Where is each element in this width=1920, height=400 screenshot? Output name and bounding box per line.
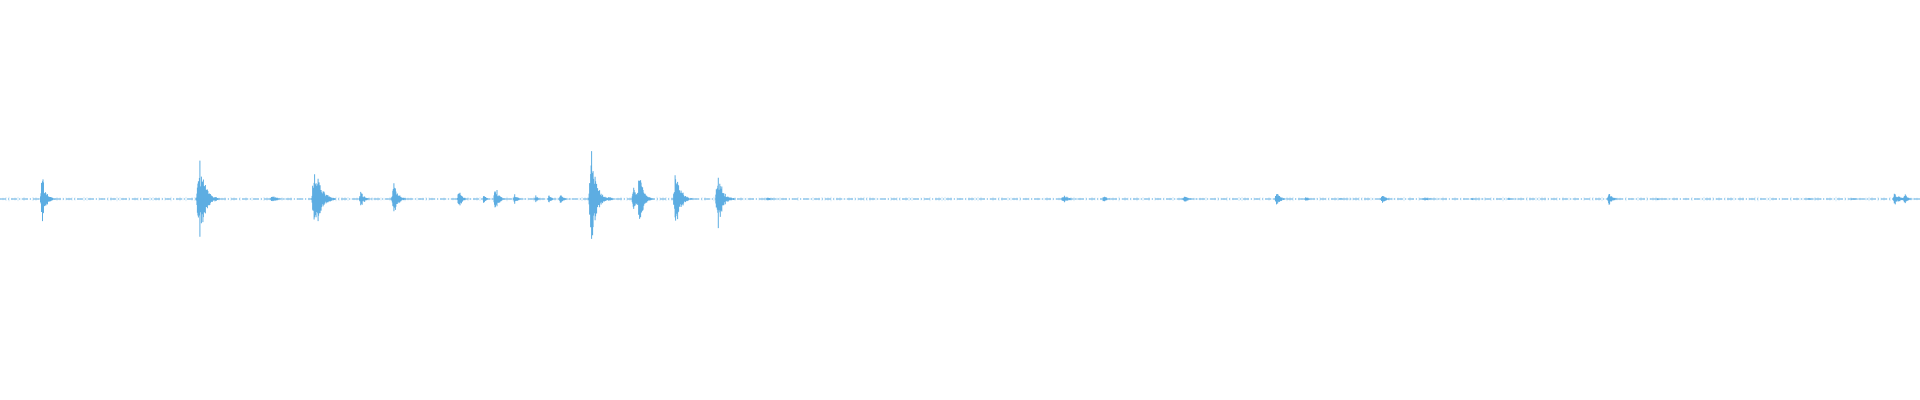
waveform-event-path <box>1380 196 1395 203</box>
waveform-event-path <box>1420 197 1444 201</box>
waveform-event-path <box>672 175 694 221</box>
waveform-event-path <box>588 151 610 239</box>
waveform-event <box>269 196 291 202</box>
waveform-event-path <box>1303 197 1318 201</box>
waveform-event-path <box>1902 194 1917 204</box>
waveform-event-path <box>714 177 736 229</box>
waveform-event <box>1606 194 1621 205</box>
waveform-event-path <box>1849 198 1872 200</box>
waveform-event-path <box>636 180 655 219</box>
waveform-event-path <box>606 197 621 201</box>
waveform-event-path <box>1274 194 1292 205</box>
waveform-event-path <box>1101 196 1116 202</box>
waveform-event-path <box>558 195 573 203</box>
waveform-event <box>1181 196 1203 202</box>
waveform-event <box>636 180 655 219</box>
waveform-event-path <box>764 197 785 201</box>
waveform-event <box>1469 198 1486 200</box>
waveform-event <box>1902 194 1917 204</box>
waveform-event <box>1303 197 1318 201</box>
waveform-event-path <box>1337 198 1356 200</box>
waveform-event <box>195 160 221 237</box>
waveform-event <box>558 195 573 203</box>
waveform-event <box>1060 195 1082 203</box>
waveform-event <box>606 197 621 201</box>
waveform-event <box>764 197 785 201</box>
waveform-event-path <box>1654 198 1672 201</box>
waveform-event <box>1101 196 1116 202</box>
waveform-event <box>39 179 58 222</box>
waveform-event-path <box>1506 197 1523 200</box>
waveform-event-path <box>195 160 221 237</box>
waveform-event <box>358 191 376 206</box>
waveform-event-path <box>1060 195 1082 203</box>
waveform-event <box>512 194 527 204</box>
waveform-event <box>482 196 493 203</box>
waveform-event <box>588 151 610 239</box>
waveform-event <box>1506 197 1523 200</box>
waveform-event <box>493 190 508 208</box>
waveform-event-path <box>1469 198 1486 200</box>
waveform-event <box>1805 198 1822 200</box>
waveform-event-path <box>456 192 471 206</box>
waveform-event <box>390 183 409 212</box>
waveform-event <box>1337 198 1356 200</box>
waveform-event-path <box>39 179 58 222</box>
waveform-event-path <box>547 195 558 203</box>
waveform-event <box>533 195 544 203</box>
waveform-event <box>1274 194 1292 205</box>
waveform-event-path <box>390 183 409 212</box>
waveform-event <box>1380 196 1395 203</box>
waveform-event-path <box>533 195 544 203</box>
waveform-event <box>1654 198 1672 201</box>
waveform-event-path <box>269 196 291 202</box>
waveform-event <box>1849 198 1872 200</box>
waveform-event <box>1420 197 1444 201</box>
waveform-event-path <box>1181 196 1203 202</box>
waveform-events <box>0 151 1918 239</box>
waveform-event-path <box>482 196 493 203</box>
waveform-event <box>547 195 558 203</box>
waveform-event-path <box>311 174 336 222</box>
waveform-event-path <box>1606 194 1621 205</box>
waveform-event-path <box>493 190 508 208</box>
waveform-event <box>714 177 736 229</box>
waveform-event-path <box>358 191 376 206</box>
waveform-event-path <box>1805 198 1822 200</box>
waveform-event <box>311 174 336 222</box>
waveform-event <box>456 192 471 206</box>
waveform-event-path <box>512 194 527 204</box>
waveform-noise <box>0 196 1918 202</box>
waveform-event <box>672 175 694 221</box>
